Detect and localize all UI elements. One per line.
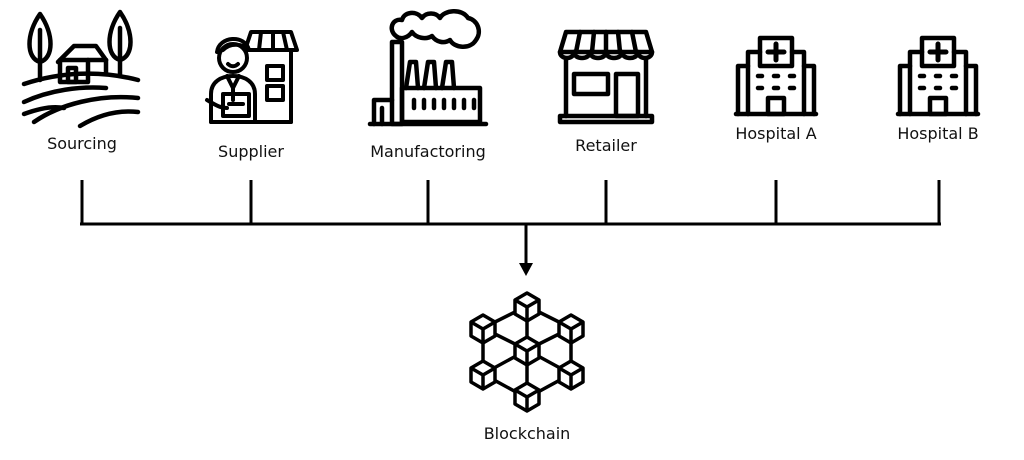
node-retailer: Retailer	[531, 28, 681, 156]
factory-icon	[367, 9, 489, 127]
down-arrow-head	[519, 263, 533, 276]
node-hospital-b: Hospital B	[863, 35, 1013, 144]
node-sourcing: Sourcing	[7, 9, 157, 154]
node-label-sourcing: Sourcing	[47, 134, 117, 153]
node-label-hospital-b: Hospital B	[897, 124, 979, 143]
node-hospital-a: Hospital A	[701, 35, 851, 144]
supplier-icon	[205, 30, 299, 124]
node-supplier: Supplier	[176, 28, 326, 162]
store-icon	[557, 29, 655, 125]
node-label-manufactoring: Manufactoring	[370, 142, 486, 161]
blockchain-label: Blockchain	[483, 424, 571, 443]
farm-icon	[21, 9, 141, 129]
node-label-hospital-a: Hospital A	[735, 124, 817, 143]
node-manufactoring: Manufactoring	[353, 8, 503, 162]
node-label-supplier: Supplier	[218, 142, 284, 161]
node-label-retailer: Retailer	[575, 136, 637, 155]
blockchain-network-icon	[469, 291, 585, 413]
hospital-icon	[733, 35, 819, 117]
hospital-icon	[895, 35, 981, 117]
